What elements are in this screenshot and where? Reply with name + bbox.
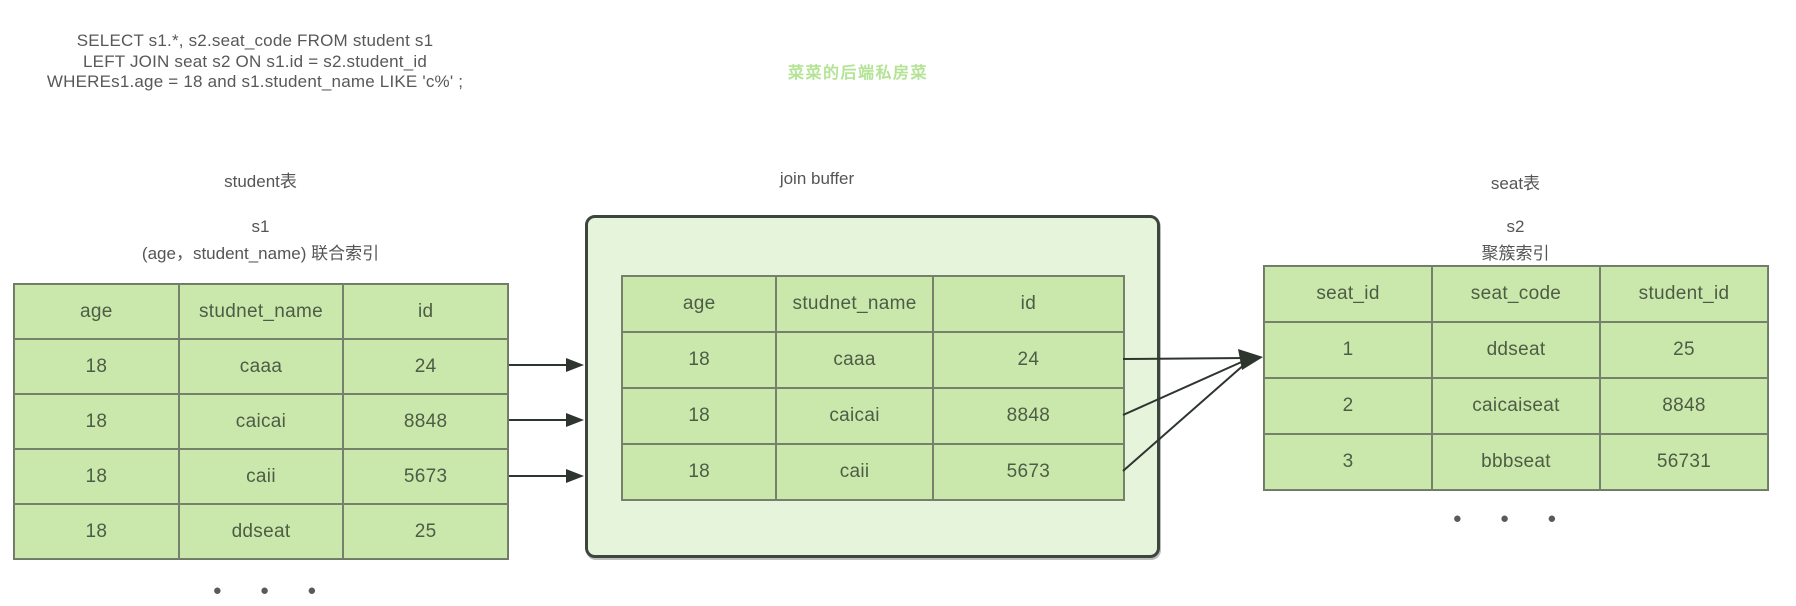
table-cell: 1 [1264,322,1432,378]
watermark-text: 菜菜的后端私房菜 [788,65,929,82]
seat-table-alias: s2 [1506,217,1525,236]
student-table-index-note: (age，student_name) 联合索引 [141,244,380,263]
table-cell: 18 [14,394,179,449]
table-cell: caii [178,449,344,504]
seat-table-ellipsis: ● ● ● [1452,510,1574,527]
table-cell: 8848 [932,388,1124,444]
table-cell: 3 [1264,434,1432,490]
student-to-buffer-arrow-2 [509,413,584,427]
table-cell: 5673 [932,444,1124,500]
table-cell: 18 [14,339,179,394]
table-cell: 2 [1264,378,1432,434]
student-to-buffer-arrow-1 [509,358,584,372]
sql-line-2: LEFT JOIN seat s2 ON s1.id = s2.student_… [83,51,427,71]
table-cell: 18 [14,504,179,559]
table-cell: 24 [343,339,508,394]
join-buffer-title: join buffer [779,169,855,188]
table-cell: ddseat [1432,322,1600,378]
student-table-ellipsis: ● ● ● [212,582,334,599]
table-cell: 24 [932,332,1124,388]
column-header-cell: id [932,276,1124,332]
table-cell: 8848 [343,394,508,449]
column-header-cell: age [14,284,179,339]
student-table-title: student表 [224,172,297,191]
sql-line-3: WHEREs1.age = 18 and s1.student_name LIK… [46,72,464,91]
column-header-cell: seat_code [1432,266,1600,322]
column-header-cell: id [343,284,508,339]
table-cell: 18 [14,449,179,504]
table-cell: 8848 [1600,378,1768,434]
sql-line-1: SELECT s1.*, s2.seat_code FROM student s… [76,31,434,50]
table-cell: 18 [622,444,777,500]
table-cell: caicaiseat [1432,378,1600,434]
column-header-cell: studnet_name [178,284,344,339]
table-cell: 25 [343,504,508,559]
student-table-alias: s1 [251,217,270,236]
table-cell: caicai [776,388,933,444]
table-cell: caaa [178,339,344,394]
table-cell: 56731 [1600,434,1768,490]
table-cell: caaa [776,332,933,388]
table-cell: caii [776,444,933,500]
seat-table-index-note: 聚簇索引 [1481,244,1550,263]
table-cell: ddseat [178,504,344,559]
column-header-cell: age [622,276,777,332]
table-cell: 18 [622,332,777,388]
table-cell: 5673 [343,449,508,504]
table-cell: caicai [178,394,344,449]
table-cell: 25 [1600,322,1768,378]
column-header-cell: studnet_name [776,276,933,332]
seat-table-title: seat表 [1490,174,1541,193]
table-cell: bbbseat [1432,434,1600,490]
student-to-buffer-arrow-3 [509,469,584,483]
table-cell: 18 [622,388,777,444]
column-header-cell: student_id [1600,266,1768,322]
column-header-cell: seat_id [1264,266,1432,322]
sql-query: SELECT s1.*, s2.seat_code FROM student s… [16,31,494,93]
